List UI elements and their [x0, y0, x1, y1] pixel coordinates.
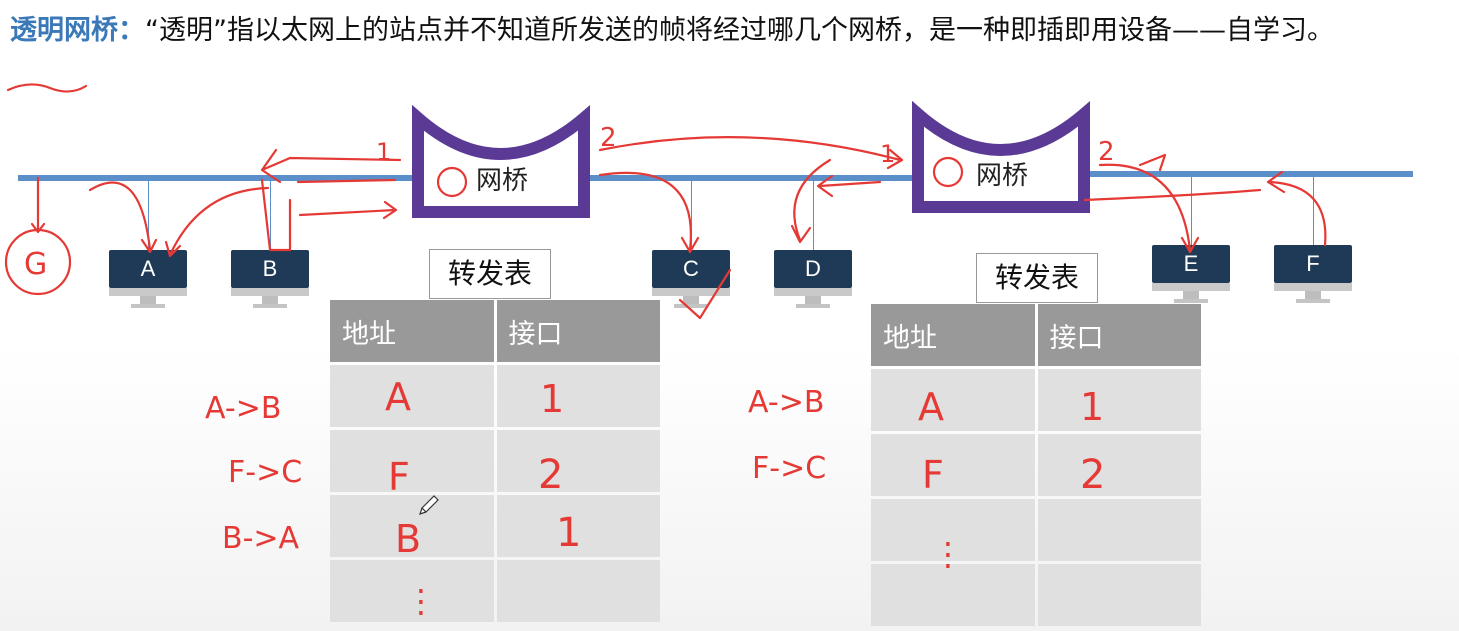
- table-1-row-1-port-value: 1: [540, 377, 564, 421]
- station-b: B: [231, 250, 309, 312]
- station-c: C: [652, 250, 730, 312]
- heading: 透明网桥：“透明”指以太网上的站点并不知道所发送的帧将经过哪几个网桥，是一种即插…: [10, 12, 1455, 50]
- table-1-row-3-port: [496, 495, 660, 557]
- lan-segment-left: [18, 175, 418, 181]
- station-b-label: B: [231, 250, 309, 288]
- table-2-row-1-address-value: A: [918, 385, 944, 429]
- table-2-row-4-address: [871, 564, 1035, 626]
- table-1-header-address: 地址: [330, 300, 494, 362]
- table-1-title: 转发表: [429, 249, 551, 299]
- table-2-frame-note-1: A->B: [748, 385, 824, 420]
- table-2-frame-note-2: F->C: [752, 451, 826, 486]
- bridge-1-port-2-mark: 2: [600, 123, 617, 153]
- table-1-row-4-address-value: ⋮: [405, 582, 437, 620]
- table-1-row-1-port: [496, 365, 660, 427]
- drop-line-a: [148, 180, 149, 250]
- station-d: D: [774, 250, 852, 312]
- station-g-label: G: [24, 247, 47, 282]
- table-1-frame-note-1: A->B: [205, 391, 281, 426]
- station-f: F: [1274, 245, 1352, 307]
- table-1-row-3-address: [330, 495, 494, 557]
- table-2-header-address: 地址: [871, 304, 1035, 366]
- table-2-row-1-port-value: 1: [1080, 385, 1104, 429]
- table-1-row-4-address: [330, 560, 494, 622]
- bridge-2-shape: [912, 100, 1090, 213]
- forwarding-table-2: 地址 接口: [868, 301, 1204, 629]
- drop-line-e: [1191, 177, 1192, 245]
- station-a: A: [109, 250, 187, 312]
- bridge-2-port-1-mark: 1: [880, 140, 895, 168]
- table-1-row-1-address-value: A: [385, 375, 411, 419]
- table-1-frame-note-3: B->A: [222, 521, 300, 556]
- bridge-2-port-2-mark: 2: [1098, 137, 1115, 167]
- table-2-title: 转发表: [976, 253, 1098, 303]
- station-f-label: F: [1274, 245, 1352, 283]
- heading-term: 透明网桥：: [10, 15, 145, 46]
- table-1-row-3-address-value: B: [395, 517, 421, 561]
- table-1-row-2-port-value: 2: [538, 452, 563, 498]
- table-1-header-port: 接口: [496, 300, 660, 362]
- table-1-row-1-address: [330, 365, 494, 427]
- table-1-row-4-port: [496, 560, 660, 622]
- table-2-row-3-port: [1037, 499, 1201, 561]
- pencil-cursor-icon: [419, 495, 439, 515]
- bridge-2-label: 网桥: [976, 161, 1029, 191]
- lan-segment-right: [1088, 171, 1413, 177]
- station-c-label: C: [652, 250, 730, 288]
- bridge-1-label: 网桥: [476, 166, 529, 196]
- table-1-row-3-port-value: 1: [556, 510, 581, 556]
- drop-line-d: [813, 180, 814, 250]
- table-2-row-1-address: [871, 369, 1035, 431]
- bridge-1-port-1-mark: 1: [376, 138, 391, 166]
- bridge-1-shape: [412, 104, 590, 218]
- station-a-label: A: [109, 250, 187, 288]
- table-1-row-2-address-value: F: [388, 455, 410, 499]
- table-2-row-2-address-value: F: [922, 453, 944, 497]
- table-1-frame-note-2: F->C: [228, 455, 302, 490]
- table-2-row-3-address-value: ⋮: [932, 535, 964, 573]
- table-1-row-2-port: [496, 430, 660, 492]
- table-2-row-1-port: [1037, 369, 1201, 431]
- table-2-row-2-port: [1037, 434, 1201, 496]
- table-2-row-3-address: [871, 499, 1035, 561]
- ink-strokes: [4, 83, 1327, 320]
- table-1-row-2-address: [330, 430, 494, 492]
- drop-line-c: [691, 180, 692, 250]
- lan-segment-middle: [588, 175, 918, 181]
- table-2-row-2-address: [871, 434, 1035, 496]
- table-2-row-2-port-value: 2: [1080, 452, 1105, 498]
- drop-line-b: [270, 180, 271, 250]
- drop-line-f: [1313, 177, 1314, 245]
- table-2-header-port: 接口: [1037, 304, 1201, 366]
- table-2-row-4-port: [1037, 564, 1201, 626]
- station-d-label: D: [774, 250, 852, 288]
- heading-text: “透明”指以太网上的站点并不知道所发送的帧将经过哪几个网桥，是一种即插即用设备—…: [145, 15, 1334, 46]
- forwarding-table-1: 地址 接口: [327, 297, 663, 625]
